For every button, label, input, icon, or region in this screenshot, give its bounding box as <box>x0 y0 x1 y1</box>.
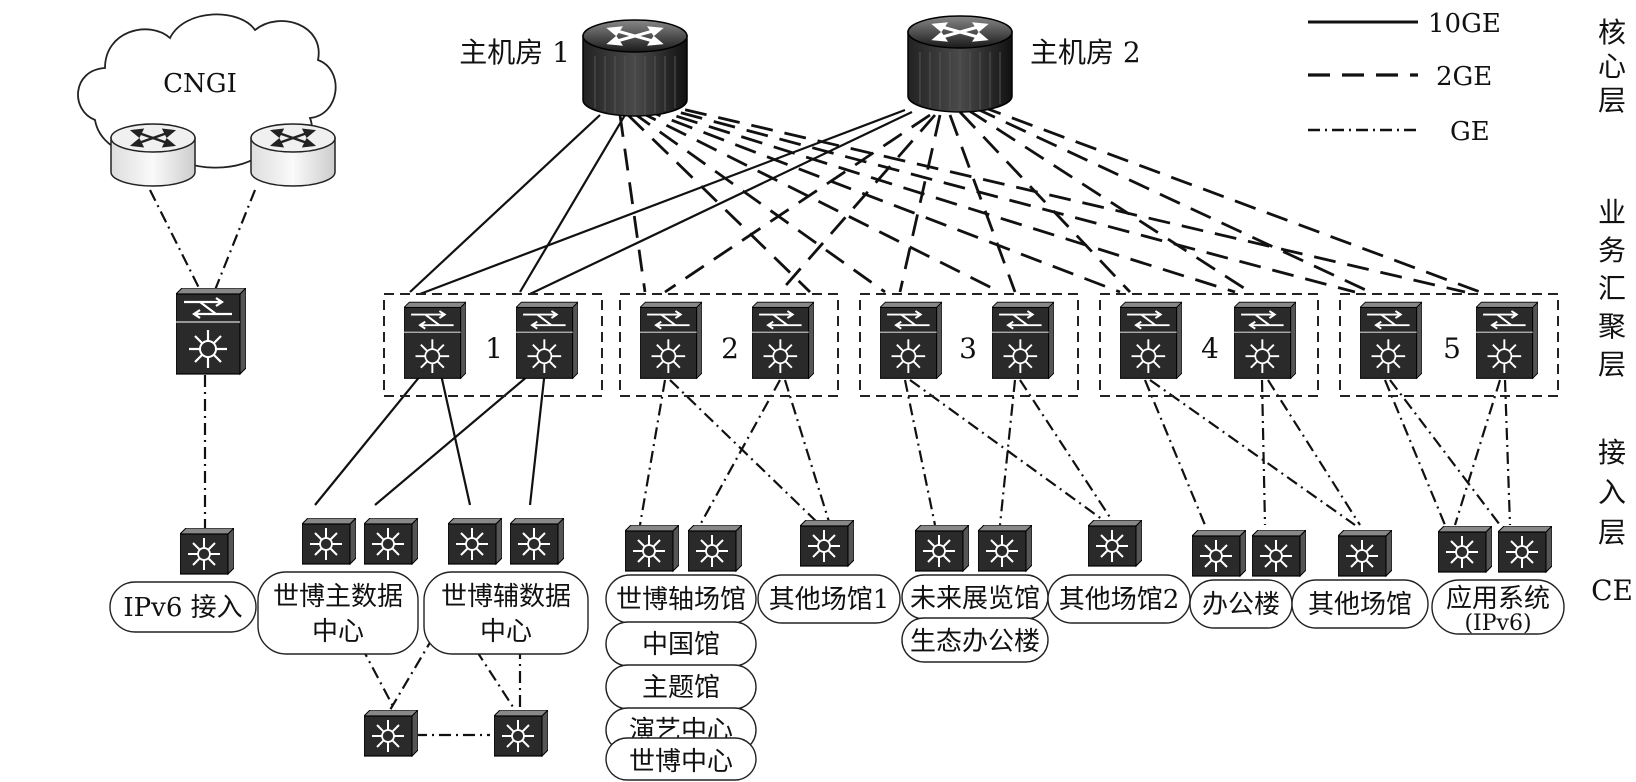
access-switch-icon <box>1338 530 1392 577</box>
aggregation-group-4: 4 <box>1099 293 1319 397</box>
access-switch-icon <box>494 710 548 757</box>
group-number: 5 <box>1443 332 1461 365</box>
agg-switch-icon <box>992 301 1054 380</box>
cngi-cloud: CNGI <box>77 13 337 188</box>
agg-switch-icon <box>880 301 942 380</box>
links-10ge <box>314 108 913 506</box>
access-switch-icon <box>364 710 418 757</box>
aggregation-group-3: 3 <box>859 293 1079 397</box>
group-number: 3 <box>959 332 977 365</box>
access-switch-icon <box>978 525 1032 572</box>
venue-axis-0: 世博轴场馆 <box>616 585 746 615</box>
aggregation-group-1: 1 <box>383 293 603 397</box>
agg-switch-icon <box>404 301 466 380</box>
core-router-1-icon <box>581 18 689 118</box>
layer-access-suffix: CE <box>1591 574 1633 607</box>
access-switch-icon <box>688 525 742 572</box>
cngi-label: CNGI <box>163 69 237 99</box>
links-2ge <box>618 100 1481 294</box>
agg-switch-icon <box>1476 301 1538 380</box>
agg-switch-icon <box>1360 301 1422 380</box>
access-switch-icon <box>800 520 854 567</box>
aggregation-group-5: 5 <box>1339 293 1559 397</box>
agg-switch-icon <box>1120 301 1182 380</box>
venue-labels: IPv6 接入 世博主数据 中心 世博辅数据 中心 世博轴场馆 中国馆 主题馆 … <box>109 571 1565 781</box>
agg-switch-icon <box>516 301 578 380</box>
layer-access-label: 接入层 <box>1598 436 1626 549</box>
group-number: 4 <box>1201 332 1219 365</box>
core-router-1-label: 主机房 1 <box>459 36 570 69</box>
core-router-1: 主机房 1 <box>459 18 689 118</box>
venue-aux-dc-line2: 中心 <box>480 617 532 647</box>
venue-app-sys-sub: (IPv6) <box>1464 611 1531 636</box>
access-switch-icon <box>1438 526 1492 573</box>
agg-switch-icon <box>1234 301 1296 380</box>
access-switch-icon <box>1088 520 1142 567</box>
legend: 10GE 2GE GE <box>1308 9 1501 147</box>
venue-ipv6: IPv6 接入 <box>123 593 242 623</box>
links-ge <box>149 189 1512 737</box>
access-switch-icon <box>448 518 502 565</box>
venue-main-dc-line2: 中心 <box>312 617 364 647</box>
legend-ge: GE <box>1450 117 1490 147</box>
access-switch-icon <box>625 525 679 572</box>
aggregation-group-2: 2 <box>619 293 839 397</box>
venue-main-dc-line1: 世博主数据 <box>273 582 403 612</box>
layer-labels: 核心层 业务汇聚层 接入层 CE <box>1591 16 1633 607</box>
group-number: 1 <box>485 332 503 365</box>
cngi-router-left-icon <box>109 122 197 188</box>
venue-office: 办公楼 <box>1202 590 1280 620</box>
access-switch-icon <box>1498 526 1552 573</box>
access-switch-icon <box>180 528 234 575</box>
venue-other2: 其他场馆2 <box>1059 585 1180 615</box>
venue-axis-1: 中国馆 <box>642 630 720 660</box>
venue-future-1: 生态办公楼 <box>910 627 1040 657</box>
standalone-aggregation-switch <box>176 288 246 376</box>
legend-2ge: 2GE <box>1436 62 1492 92</box>
cngi-router-right-icon <box>249 122 337 188</box>
access-switch-icon <box>1192 530 1246 577</box>
layer-core-label: 核心层 <box>1598 16 1626 117</box>
access-switch-icon <box>915 525 969 572</box>
core-router-2-label: 主机房 2 <box>1030 36 1141 69</box>
access-switch-icon <box>510 518 564 565</box>
access-switch-icon <box>1252 530 1306 577</box>
agg-switch-icon <box>640 301 702 380</box>
core-router-2: 主机房 2 <box>906 14 1141 114</box>
venue-app-sys: 应用系统 <box>1446 584 1550 614</box>
venue-other: 其他场馆 <box>1308 590 1412 620</box>
legend-10ge: 10GE <box>1428 9 1501 39</box>
venue-other1: 其他场馆1 <box>769 585 890 615</box>
access-switch-icon <box>364 518 418 565</box>
venue-aux-dc-line1: 世博辅数据 <box>441 582 571 612</box>
group-number: 2 <box>721 332 739 365</box>
venue-axis-2: 主题馆 <box>642 673 720 703</box>
layer-aggregation-label: 业务汇聚层 <box>1598 196 1626 381</box>
venue-future-0: 未来展览馆 <box>910 584 1040 614</box>
cngi-aggregation-switch-icon <box>176 288 246 376</box>
agg-switch-icon <box>752 301 814 380</box>
venue-axis-4: 世博中心 <box>629 747 733 777</box>
core-router-2-icon <box>906 14 1014 114</box>
access-switch-icon <box>302 518 356 565</box>
